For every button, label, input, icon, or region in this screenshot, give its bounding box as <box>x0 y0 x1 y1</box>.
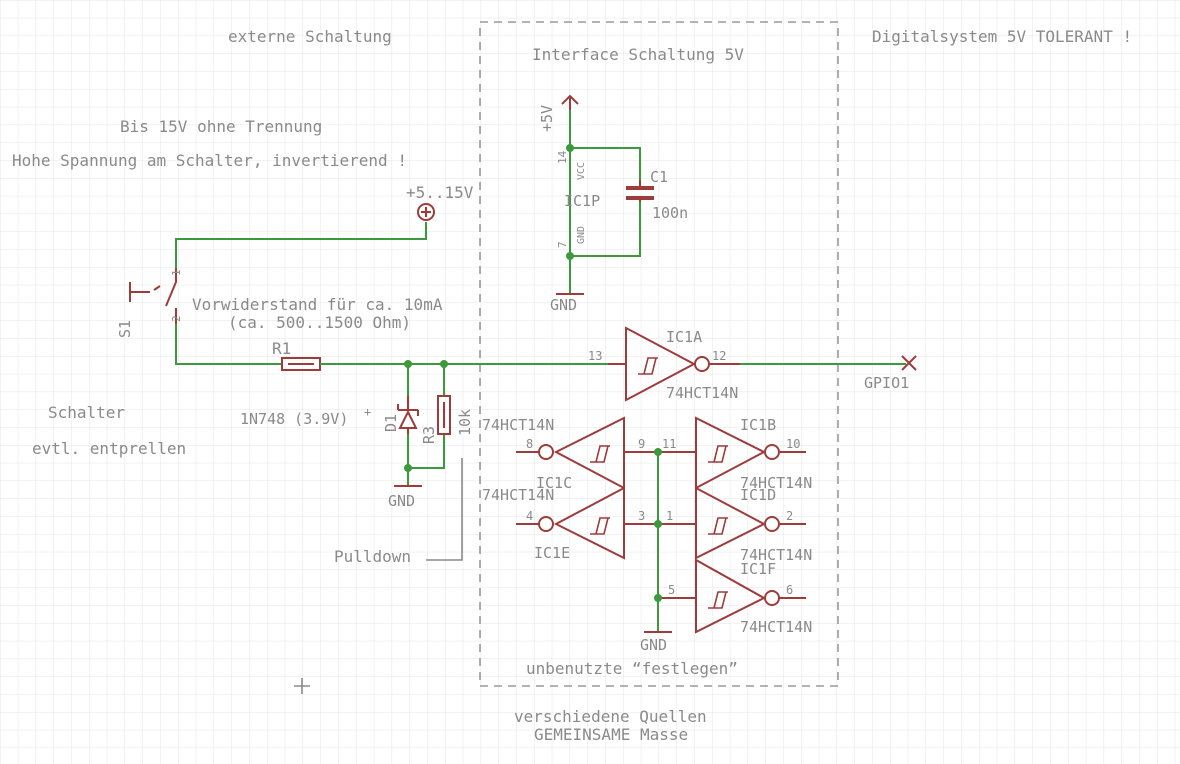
label-supply: +5..15V <box>406 183 474 202</box>
label-pin11: 11 <box>662 437 676 451</box>
supply-arrow-5v <box>561 94 579 110</box>
label-pulldown: Pulldown <box>334 547 411 566</box>
junction-gnd-pwr <box>566 252 574 260</box>
label-d1-plus: + <box>364 405 371 419</box>
interface-frame <box>479 21 839 687</box>
label-pin9: 9 <box>638 437 645 451</box>
label-schalter: Schalter <box>48 403 125 422</box>
label-bis: Bis 15V ohne Trennung <box>120 117 322 136</box>
supply-wire <box>175 222 427 268</box>
label-gnd-left: GND <box>388 492 415 510</box>
junction-unused-1 <box>654 448 662 456</box>
label-pin12: 12 <box>712 349 726 363</box>
zener-d1 <box>397 396 419 434</box>
label-r1: R1 <box>272 339 291 358</box>
gate-ic1e <box>516 486 656 560</box>
label-ic1a: IC1A <box>666 328 702 346</box>
gate-ic1f <box>656 558 806 634</box>
label-unbenutzte: unbenutzte “festlegen” <box>526 659 738 678</box>
label-pin7: 7 <box>556 241 569 248</box>
junction-vcc <box>566 144 574 152</box>
power-wires <box>569 110 641 294</box>
label-gpio: GPIO1 <box>864 374 909 392</box>
junction-unused-2 <box>654 520 662 528</box>
label-pin3: 3 <box>638 509 645 523</box>
label-ic1e: IC1E <box>534 544 570 562</box>
label-r3: R3 <box>420 426 438 444</box>
label-ic1b-part: 74HCT14N <box>740 474 812 492</box>
junction-gnd <box>404 464 412 472</box>
label-c1-value: 100n <box>652 204 688 222</box>
label-s1: S1 <box>116 320 134 338</box>
label-ic1c-part: 74HCT14N <box>482 416 554 434</box>
label-masse: GEMEINSAME Masse <box>534 725 688 744</box>
label-ic1d-part: 74HCT14N <box>740 546 812 564</box>
gpio-endpoint <box>901 355 917 371</box>
resistor-r3 <box>437 395 451 435</box>
gate-ic1d <box>656 486 806 560</box>
label-vcc: VCC <box>576 162 587 180</box>
label-d1-value: 1N748 (3.9V) <box>240 410 348 428</box>
label-hohe: Hohe Spannung am Schalter, invertierend … <box>12 151 407 170</box>
label-externe: externe Schaltung <box>228 27 392 46</box>
label-vorwid2: (ca. 500..1500 Ohm) <box>228 313 411 332</box>
label-ic1b: IC1B <box>740 416 776 434</box>
label-ic1e-part: 74HCT14N <box>482 486 554 504</box>
gate-ic1c <box>516 416 656 490</box>
label-entprellen: evtl. entprellen <box>32 439 186 458</box>
gate-ic1a <box>608 326 740 402</box>
pulldown-leader <box>426 458 463 561</box>
capacitor-c1 <box>626 180 654 202</box>
label-pin14: 14 <box>556 150 569 164</box>
junction-unused-3 <box>654 594 662 602</box>
label-pin4: 4 <box>526 509 533 523</box>
label-ic1f: IC1F <box>740 560 776 578</box>
label-pin6: 6 <box>786 583 793 597</box>
label-s1-pin2: 2 <box>170 315 183 322</box>
label-d1: D1 <box>382 414 400 432</box>
d1-r3-wires <box>407 364 445 486</box>
label-digital: Digitalsystem 5V TOLERANT ! <box>872 27 1132 46</box>
label-pin10: 10 <box>786 437 800 451</box>
label-pin5: 5 <box>668 583 675 597</box>
label-pin2: 2 <box>786 509 793 523</box>
label-interface: Interface Schaltung 5V <box>532 45 744 64</box>
label-plus5v: +5V <box>538 105 556 132</box>
gate-ic1b <box>656 416 806 490</box>
label-ic1a-part: 74HCT14N <box>666 384 738 402</box>
label-pin8: 8 <box>526 437 533 451</box>
switch-to-r1-wire <box>175 324 282 365</box>
label-ic1c: IC1C <box>536 474 572 492</box>
label-ic1d: IC1D <box>740 486 776 504</box>
label-gnd-power: GND <box>550 296 577 314</box>
label-gnd-pin: GND <box>576 226 587 244</box>
label-s1-pin1: 1 <box>170 269 183 276</box>
label-ic1f-part: 74HCT14N <box>740 618 812 636</box>
supply-symbol <box>417 203 435 221</box>
switch-s1 <box>129 268 177 324</box>
label-vorwid1: Vorwiderstand für ca. 10mA <box>192 295 443 314</box>
label-pin13: 13 <box>588 349 602 363</box>
label-c1: C1 <box>650 168 668 186</box>
label-ic1p: IC1P <box>564 192 600 210</box>
label-gnd-unused: GND <box>640 636 667 654</box>
label-quellen: verschiedene Quellen <box>514 707 707 726</box>
cursor-cross <box>294 678 310 694</box>
label-pin1: 1 <box>666 509 673 523</box>
label-r3-value: 10k <box>456 409 474 436</box>
